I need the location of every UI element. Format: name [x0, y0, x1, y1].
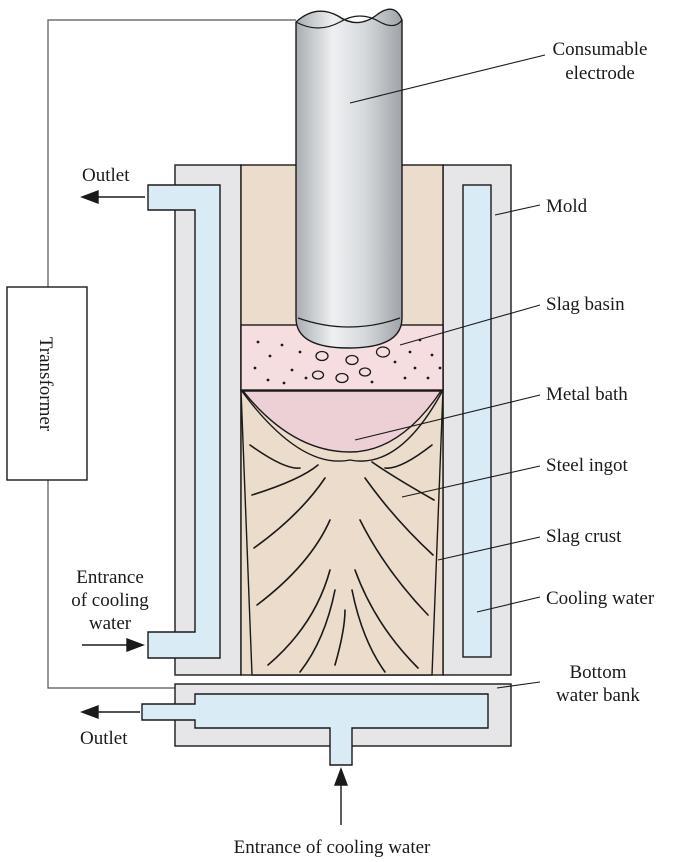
consumable-electrode: [295, 8, 403, 349]
label-consumable-electrode-2: electrode: [565, 63, 635, 84]
label-steel-ingot: Steel ingot: [546, 455, 629, 476]
label-entrance-side-1: Entrance: [76, 567, 144, 588]
right-labels: Consumable electrode Mold Slag basin Met…: [546, 39, 655, 706]
steel-ingot: [240, 389, 444, 676]
flow-arrows: [80, 189, 349, 825]
label-outlet-bottom: Outlet: [80, 728, 128, 749]
solidification-lines: [249, 444, 435, 673]
bottom-cooling-channel: [141, 693, 489, 766]
mold-left-wall: [147, 164, 242, 676]
label-bottom-water-bank-2: water bank: [556, 685, 640, 706]
label-slag-basin: Slag basin: [546, 294, 625, 315]
slag-bubbles: [311, 346, 391, 384]
outlet-bottom-arrow-icon: [80, 704, 140, 720]
entrance-bottom-arrow-icon: [333, 767, 349, 825]
leader-lines: [349, 54, 546, 689]
circuit-wires: [47, 19, 296, 689]
label-outlet-top: Outlet: [82, 165, 130, 186]
left-labels: Outlet Entrance of cooling water Outlet …: [71, 165, 431, 858]
label-consumable-electrode-1: Consumable: [553, 39, 648, 60]
label-metal-bath: Metal bath: [546, 384, 628, 405]
left-cooling-channel: [147, 184, 221, 659]
label-entrance-bottom: Entrance of cooling water: [234, 837, 431, 858]
mold-right-wall: [442, 164, 512, 676]
metal-bath: [241, 390, 443, 453]
transformer: Transformer: [6, 286, 88, 481]
label-entrance-side-3: water: [89, 613, 132, 634]
entrance-side-arrow-icon: [82, 637, 145, 653]
label-bottom-water-bank-1: Bottom: [569, 662, 626, 683]
right-cooling-channel: [462, 184, 492, 658]
bottom-water-bank: [141, 683, 512, 766]
outlet-top-arrow-icon: [80, 189, 145, 205]
transformer-label: Transformer: [35, 337, 56, 432]
label-cooling-water: Cooling water: [546, 588, 655, 609]
label-mold: Mold: [546, 196, 588, 217]
label-slag-crust: Slag crust: [546, 526, 622, 547]
bath-crust-line: [240, 389, 444, 462]
label-entrance-side-2: of cooling: [71, 590, 149, 611]
